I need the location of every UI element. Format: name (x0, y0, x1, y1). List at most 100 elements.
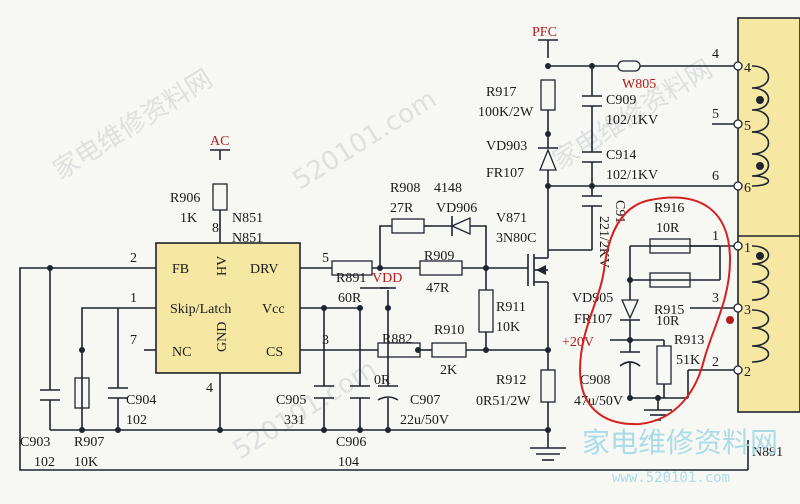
c906-0r: 0R (374, 373, 391, 388)
c914-value: 102/1KV (606, 168, 658, 183)
r916-ref: R916 (654, 201, 684, 216)
r891-ref: R891 (336, 271, 366, 286)
r916-value: 10R (656, 221, 680, 236)
ground-symbols (530, 409, 672, 461)
ic-n851-body (155, 242, 301, 374)
net-plus20v-label: +20V (562, 335, 594, 350)
diodes (432, 134, 640, 330)
xfmr-inner-pin-2: 2 (744, 365, 751, 380)
mosfet-v871 (527, 250, 549, 290)
junctions (47, 63, 661, 433)
transformer-body (737, 17, 800, 413)
ic-pin-hv: HV (215, 256, 230, 276)
xfmr-pin-6: 6 (712, 169, 719, 184)
pin-num-fb: 2 (130, 251, 137, 266)
r912-ref: R912 (496, 373, 526, 388)
pin-num-hv: 8 (212, 221, 219, 236)
c909-ref: C909 (606, 93, 636, 108)
vd903-value: FR107 (486, 166, 524, 181)
r909-ref: R909 (424, 249, 454, 264)
r913-ref: R913 (674, 333, 704, 348)
c903-value: 102 (34, 455, 55, 470)
r915-value: 10R (656, 314, 680, 329)
r891-value: 60R (338, 291, 362, 306)
r906-ref: R906 (170, 191, 200, 206)
ic-ref-1: N851 (232, 211, 263, 226)
vd906-ref: VD906 (436, 201, 477, 216)
r907-ref: R907 (74, 435, 104, 450)
r882-ref: R882 (382, 332, 412, 347)
wires (19, 40, 749, 471)
r915-ref: R915 (654, 303, 684, 318)
svg-text:家电维修资料网: 家电维修资料网 (582, 426, 778, 459)
c914-ref: C914 (606, 148, 636, 163)
capacitors (40, 95, 641, 401)
xfmr-inner-pin-6: 6 (744, 181, 751, 196)
r910-value: 2K (440, 363, 457, 378)
xfmr-pin-5: 5 (712, 107, 719, 122)
n891-ref: N891 (752, 445, 783, 460)
vd905-ref: VD905 (572, 291, 613, 306)
watermark-url: 520101.com (288, 84, 442, 196)
c906-ref: C906 (336, 435, 366, 450)
watermark-cn: 家电维修资料网 (48, 64, 218, 186)
ic-pin-cs: CS (266, 345, 283, 360)
c908-ref: C908 (580, 373, 610, 388)
r910-ref: R910 (434, 323, 464, 338)
resistors (74, 79, 691, 409)
w805-label: W805 (622, 77, 656, 92)
r908-ref: R908 (390, 181, 420, 196)
ic-ref-2: N851 (232, 231, 263, 246)
xfmr-pin-1: 1 (712, 229, 719, 244)
c909-value: 102/1KV (606, 113, 658, 128)
r911-value: 10K (496, 320, 520, 335)
ic-pin-nc: NC (172, 345, 191, 360)
highlight-loop (578, 196, 732, 426)
c91x-ref: C91 (612, 200, 627, 223)
pin-num-gnd: 4 (206, 381, 213, 396)
pin-num-cs: 3 (322, 333, 329, 348)
r917-value: 100K/2W (478, 105, 534, 120)
pin-num-drv: 5 (322, 251, 329, 266)
xfmr-pin-2: 2 (712, 355, 719, 370)
r917-ref: R917 (486, 85, 516, 100)
ic-pin-gnd: GND (215, 322, 230, 352)
v871-value: 3N80C (496, 231, 536, 246)
component-labels: R906 1K N851 N851 R908 4148 27R VD906 V8… (20, 85, 783, 470)
c906-value: 104 (338, 455, 359, 470)
svg-text:www.520101.com: www.520101.com (612, 470, 730, 486)
xfmr-inner-pin-5: 5 (744, 119, 751, 134)
xfmr-pin-4: 4 (712, 47, 719, 62)
r911-ref: R911 (496, 300, 526, 315)
transformer-terminals (733, 61, 743, 375)
r912-value: 0R51/2W (476, 394, 531, 409)
ic-pin-vcc: Vcc (262, 302, 285, 317)
xfmr-inner-pin-4: 4 (744, 61, 751, 76)
r907-value: 10K (74, 455, 98, 470)
d4148-value: 4148 (434, 181, 462, 196)
xfmr-pin-3: 3 (712, 291, 719, 306)
c908-value: 47u/50V (574, 394, 623, 409)
pin-num-nc: 7 (130, 333, 137, 348)
net-pfc-label: PFC (532, 25, 557, 40)
net-flags (210, 39, 558, 289)
net-ac-label: AC (210, 134, 229, 149)
r906-value: 1K (180, 211, 197, 226)
v871-ref: V871 (496, 211, 527, 226)
c907-value: 22u/50V (400, 413, 449, 428)
pin-num-skip: 1 (130, 291, 137, 306)
w805-bead (617, 60, 641, 72)
r908-value: 27R (390, 201, 414, 216)
r913-value: 51K (676, 353, 700, 368)
transformer-coils (726, 65, 770, 363)
ic-pin-fb: FB (172, 262, 189, 277)
vd903-ref: VD903 (486, 139, 527, 154)
vd905-value: FR107 (574, 312, 612, 327)
c907-ref: C907 (410, 393, 440, 408)
c905-value: 331 (284, 413, 305, 428)
xfmr-inner-pin-1: 1 (744, 241, 751, 256)
ic-pin-skip-latch: Skip/Latch (170, 302, 231, 317)
c904-value: 102 (126, 413, 147, 428)
